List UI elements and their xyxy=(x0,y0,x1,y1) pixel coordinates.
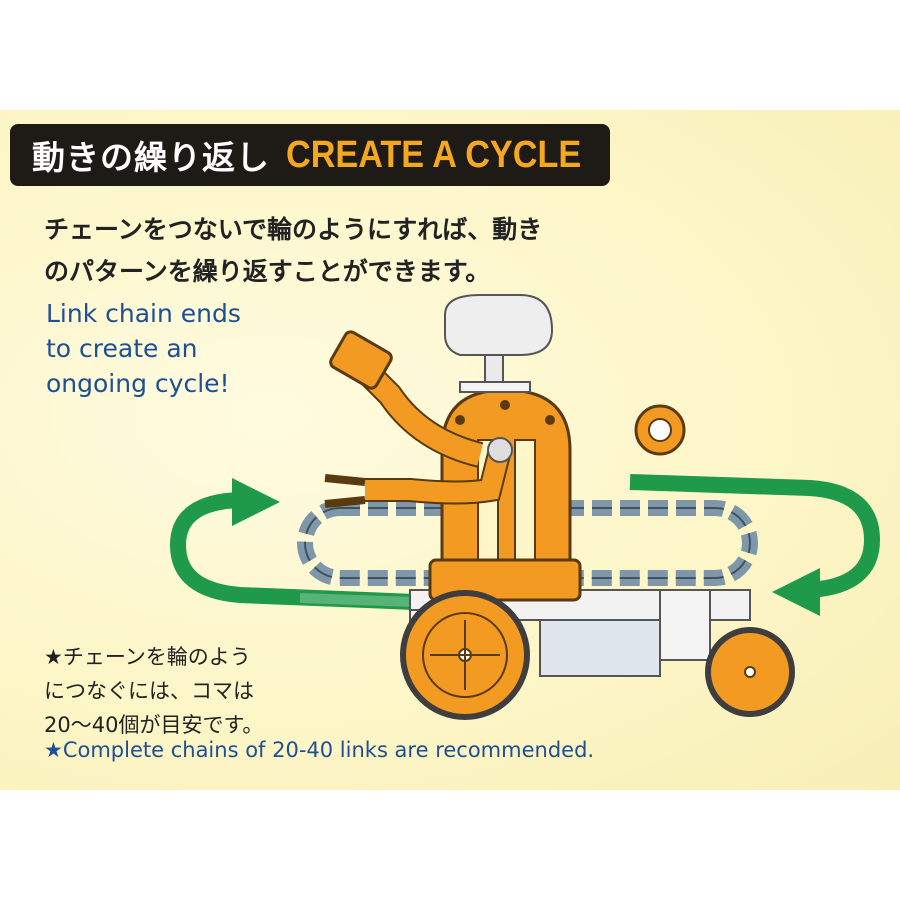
note-jp-line: 20～40個が目安です。 xyxy=(44,713,264,737)
robot-head xyxy=(444,294,554,393)
description-en-line: Link chain ends xyxy=(46,299,241,328)
robot-big-wheel xyxy=(400,590,530,720)
robot-side-ring xyxy=(634,404,686,456)
description-english: Link chain ends to create an ongoing cyc… xyxy=(46,296,306,401)
robot-gripper-arm xyxy=(324,437,513,508)
description-japanese: チェーンをつないで輪のようにすれば、動き のパターンを繰り返すことができます。 xyxy=(44,209,644,293)
description-en-line: ongoing cycle! xyxy=(46,369,230,398)
description-jp-line: のパターンを繰り返すことができます。 xyxy=(44,257,491,286)
note-jp-line: につなぐには、コマは xyxy=(44,679,254,703)
description-en-line: to create an xyxy=(46,334,198,363)
title-banner: 動きの繰り返し CREATE A CYCLE xyxy=(10,124,610,186)
note-english: ★Complete chains of 20-40 links are reco… xyxy=(44,738,595,762)
robot-small-wheel xyxy=(705,627,795,717)
note-jp-line: ★チェーンを輪のよう xyxy=(44,645,251,669)
robot-raised-arm xyxy=(329,330,484,468)
robot-illustration xyxy=(169,294,881,720)
note-japanese: ★チェーンを輪のよう につなぐには、コマは 20～40個が目安です。 xyxy=(44,640,263,742)
cycle-arrow-left-icon xyxy=(169,478,416,610)
description-jp-line: チェーンをつないで輪のようにすれば、動き xyxy=(44,215,543,244)
title-japanese: 動きの繰り返し xyxy=(32,138,270,177)
cycle-arrow-right-icon xyxy=(629,474,881,616)
title-english: CREATE A CYCLE xyxy=(286,133,582,176)
